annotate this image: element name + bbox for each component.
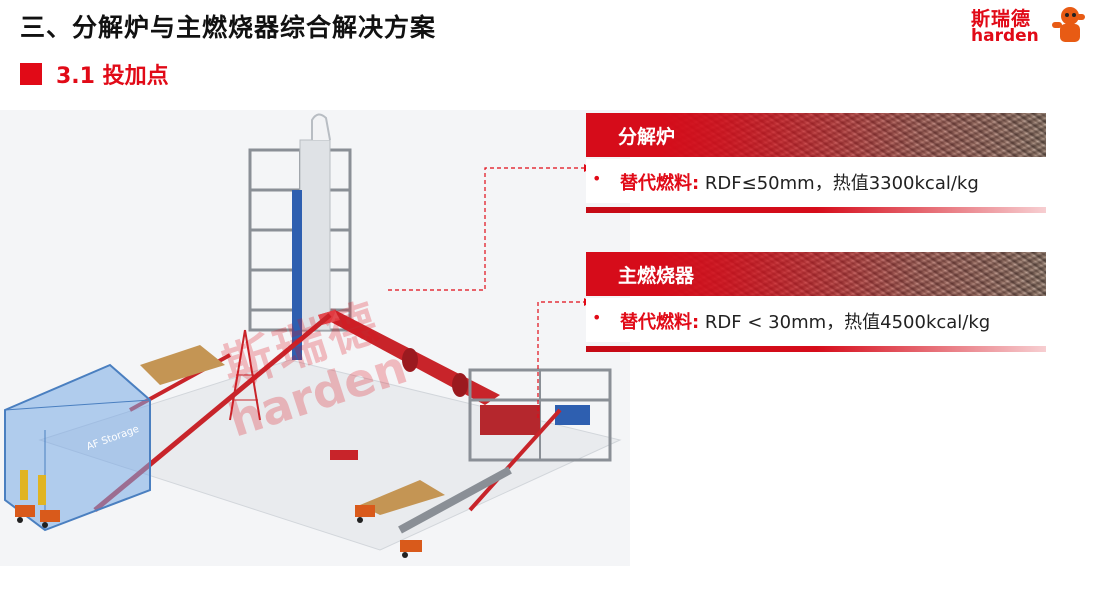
plant-illustration: AF Storage bbox=[0, 110, 630, 566]
section-marker bbox=[20, 63, 42, 85]
panel-header: 分解炉 bbox=[586, 113, 1046, 157]
mascot-icon bbox=[1052, 7, 1085, 42]
preheater-tower bbox=[248, 113, 352, 360]
panel-body: • 替代燃料: RDF≤50mm，热值3300kcal/kg bbox=[586, 159, 1046, 203]
panel-body: • 替代燃料: RDF < 30mm，热值4500kcal/kg bbox=[586, 298, 1046, 342]
section-heading: 3.1 投加点 bbox=[20, 58, 169, 90]
fuel-spec: 替代燃料: RDF < 30mm，热值4500kcal/kg bbox=[620, 308, 990, 334]
logo-text-en: harden bbox=[971, 26, 1039, 46]
panel-divider bbox=[586, 346, 1046, 352]
panel-main-burner: 主燃烧器 • 替代燃料: RDF < 30mm，热值4500kcal/kg bbox=[586, 252, 1046, 352]
panel-title: 分解炉 bbox=[618, 126, 676, 148]
panel-header: 主燃烧器 bbox=[586, 252, 1046, 296]
panel-divider bbox=[586, 207, 1046, 213]
bullet-icon: • bbox=[592, 308, 602, 327]
cement-plant-diagram: AF Storage bbox=[0, 110, 630, 566]
panel-calciner: 分解炉 • 替代燃料: RDF≤50mm，热值3300kcal/kg bbox=[586, 113, 1046, 213]
logo-text-cn: 斯瑞德 bbox=[971, 8, 1032, 30]
fuel-value: RDF≤50mm，热值3300kcal/kg bbox=[699, 173, 979, 194]
fuel-label: 替代燃料: bbox=[620, 173, 700, 194]
support-frame bbox=[229, 329, 261, 421]
bullet-icon: • bbox=[592, 169, 602, 188]
brand-logo: 斯瑞德 harden bbox=[971, 4, 1086, 48]
section-title: 3.1 投加点 bbox=[56, 64, 169, 89]
fuel-spec: 替代燃料: RDF≤50mm，热值3300kcal/kg bbox=[620, 169, 979, 195]
page-title: 三、分解炉与主燃烧器综合解决方案 bbox=[20, 13, 437, 42]
fuel-label: 替代燃料: bbox=[620, 312, 700, 333]
af-storage-building: AF Storage bbox=[4, 363, 151, 532]
trucks bbox=[15, 450, 422, 558]
fuel-value: RDF < 30mm，热值4500kcal/kg bbox=[699, 312, 991, 333]
panel-title: 主燃烧器 bbox=[618, 265, 695, 287]
